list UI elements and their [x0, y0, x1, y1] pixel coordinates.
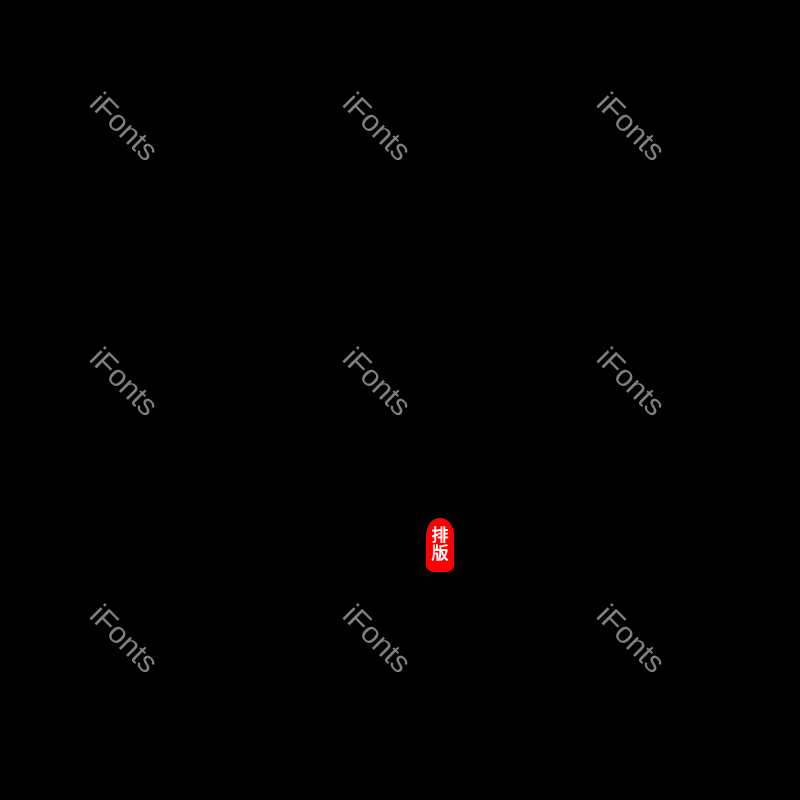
paiban-seal-stamp: 排 版 — [426, 518, 454, 572]
watermark-label: iFonts — [83, 598, 165, 680]
watermark-label: iFonts — [590, 86, 672, 168]
seal-character-top: 排 — [431, 526, 449, 547]
watermark-label: iFonts — [590, 341, 672, 423]
watermark-label: iFonts — [83, 341, 165, 423]
watermark-label: iFonts — [336, 598, 418, 680]
watermark-label: iFonts — [336, 341, 418, 423]
watermark-label: iFonts — [83, 86, 165, 168]
watermark-label: iFonts — [590, 598, 672, 680]
watermark-label: iFonts — [336, 86, 418, 168]
seal-character-bottom: 版 — [431, 543, 449, 564]
